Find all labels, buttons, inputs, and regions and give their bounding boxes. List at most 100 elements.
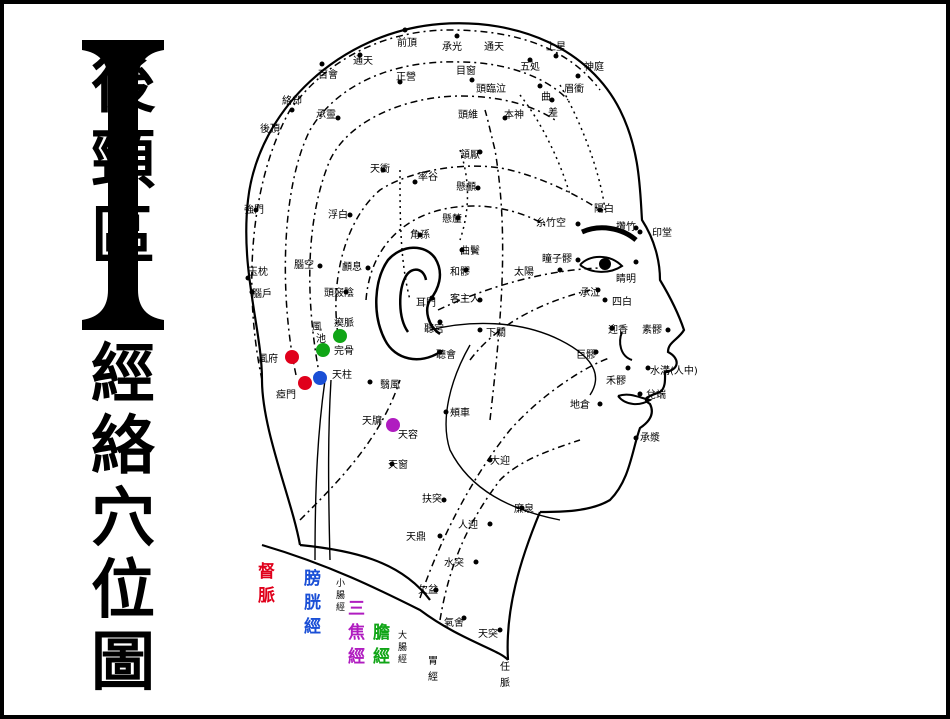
du-point-fengfu	[285, 350, 299, 364]
label-taiyang: 太陽	[514, 265, 534, 278]
label-shuigou: 水溝(人中)	[650, 364, 698, 377]
label-tianyou: 天牖	[362, 415, 382, 427]
label-shenting: 神庭	[584, 60, 604, 73]
label-kouheliao: 禾髎	[606, 375, 626, 387]
label-chimai: 瘈脈	[334, 316, 354, 329]
label-meichong: 眉衝	[564, 82, 584, 95]
face-features	[579, 225, 653, 406]
label-tongziliao: 瞳子髎	[542, 252, 572, 265]
label-chengling: 承靈	[316, 109, 336, 121]
label-yamen: 瘂門	[276, 388, 296, 401]
meridian-wei-char-2: 經	[428, 670, 438, 683]
meridian-dachang-char-1: 大	[398, 629, 407, 641]
label-tiantu: 天突	[478, 627, 498, 640]
label-daying: 大迎	[490, 454, 510, 467]
label-touqiaoyin: 頭竅陰	[324, 286, 354, 299]
title-char-5: 絡	[91, 409, 155, 484]
title-char-1: 後	[91, 47, 155, 122]
label-tinggong: 聽宮	[424, 322, 444, 335]
meridian-bladder-char-2: 胱	[304, 593, 321, 613]
label-juliao: 巨髎	[576, 349, 596, 361]
title-char-3: 區	[91, 199, 155, 274]
gallbladder-point-fengchi	[316, 343, 330, 357]
point-labels: 前頂 承光 通天 通天 百會 上星 五処 神庭 正營 目窗 眉衝 頭臨泣 曲 差…	[244, 36, 698, 640]
label-xiaguan: 下關	[486, 327, 506, 339]
label-qubin: 曲鬢	[460, 244, 480, 257]
label-benshen: 本神	[504, 108, 524, 121]
label-chengguang: 承光	[442, 40, 462, 53]
label-wuchu: 五処	[520, 60, 540, 73]
label-fengchi-2: 池	[316, 332, 326, 345]
label-sibai: 四白	[612, 295, 632, 308]
label-heliao: 和髎	[450, 266, 470, 278]
label-tinghui: 聽會	[436, 348, 456, 361]
label-quepen: 欠盆	[418, 583, 438, 596]
meridian-bladder-char-1: 膀	[304, 568, 321, 589]
label-lianquan: 廉泉	[514, 502, 534, 515]
label-shangxing: 上星	[546, 41, 566, 53]
label-qishe: 氣舍	[444, 616, 464, 629]
meridian-gallbladder-char-2: 經	[373, 646, 390, 667]
meridian-ren-char-1: 任	[500, 660, 510, 673]
label-naohu: 腦戶	[252, 287, 272, 300]
label-shuitu: 水突	[444, 556, 464, 569]
title-char-6: 穴	[91, 481, 155, 556]
label-tianchuang: 天窗	[388, 458, 408, 471]
meridian-paths	[251, 29, 611, 621]
label-naokong: 腦空	[294, 258, 314, 271]
label-qucha: 曲	[541, 91, 551, 103]
label-muchuang: 目窗	[456, 64, 476, 77]
meridian-xiaochang-char-3: 經	[336, 601, 345, 613]
label-chengqi: 承泣	[580, 286, 600, 299]
meridian-labels: 督 脈 膀 胱 經 小 腸 經 三 焦 經 膽 經 大 腸 經 胃 經 任 脈	[258, 561, 510, 689]
label-houding: 後頂	[260, 122, 280, 135]
gallbladder-point-wangu	[333, 329, 347, 343]
du-point-yamen	[298, 376, 312, 390]
label-jiaosun: 角孫	[410, 229, 430, 241]
meridian-sanjiao-char-1: 三	[348, 599, 365, 619]
meridian-sanjiao-char-3: 經	[348, 646, 365, 667]
ear-outline	[375, 246, 442, 361]
title-char-2: 頸	[91, 123, 155, 198]
label-sizhukong: 糸竹空	[536, 216, 566, 229]
label-tianzhu: 天柱	[332, 368, 352, 381]
label-yangbai: 陽白	[594, 202, 614, 215]
dotted-paths	[399, 84, 606, 301]
label-chengjiang: 承漿	[640, 431, 660, 444]
neck-lines	[314, 322, 597, 561]
label-zhengying: 正營	[396, 70, 416, 83]
title-char-7: 位	[91, 553, 155, 628]
label-yintang: 印堂	[652, 227, 672, 239]
label-qianding: 前頂	[397, 36, 417, 49]
label-yuzhen: 玉枕	[248, 265, 268, 278]
meridian-sanjiao-char-2: 焦	[347, 622, 365, 643]
label-renying: 人迎	[458, 519, 478, 531]
label-jiache: 頰車	[450, 406, 470, 419]
head-outline	[245, 22, 686, 661]
meridian-gallbladder-char-1: 膽	[373, 622, 390, 643]
meridian-dachang-char-3: 經	[398, 653, 407, 665]
meridian-xiaochang-char-1: 小	[336, 578, 345, 589]
label-yifeng: 翳風	[380, 379, 400, 391]
label-qiangjian: 強門	[244, 203, 264, 216]
diagram-frame	[4, 4, 946, 715]
title-char-8: 圖	[91, 625, 155, 700]
label-touwei: 頭維	[458, 108, 478, 121]
title-char-4: 經	[91, 337, 155, 412]
label-suliao: 素髎	[642, 323, 662, 336]
label-tongtian: 通天	[484, 41, 504, 53]
label-hanyan: 頷厭	[460, 148, 480, 161]
label-futu: 扶突	[422, 492, 442, 505]
label-kezhuren: 客主人	[450, 292, 480, 305]
label-jingming: 睛明	[616, 273, 636, 285]
label-dicang: 地倉	[570, 398, 590, 411]
label-cuanzhu: 攢竹	[616, 220, 636, 233]
title-bracket-banner	[82, 40, 164, 330]
meridian-ren-char-2: 脈	[500, 676, 510, 689]
label-fengfu: 風府	[258, 352, 278, 365]
meridian-xiaochang-char-2: 腸	[336, 590, 345, 601]
label-fubai: 浮白	[328, 208, 348, 221]
label-duiduan: 兌端	[646, 388, 666, 401]
label-wangu: 完骨	[334, 344, 354, 357]
sanjiao-point-tianyou	[386, 418, 400, 432]
